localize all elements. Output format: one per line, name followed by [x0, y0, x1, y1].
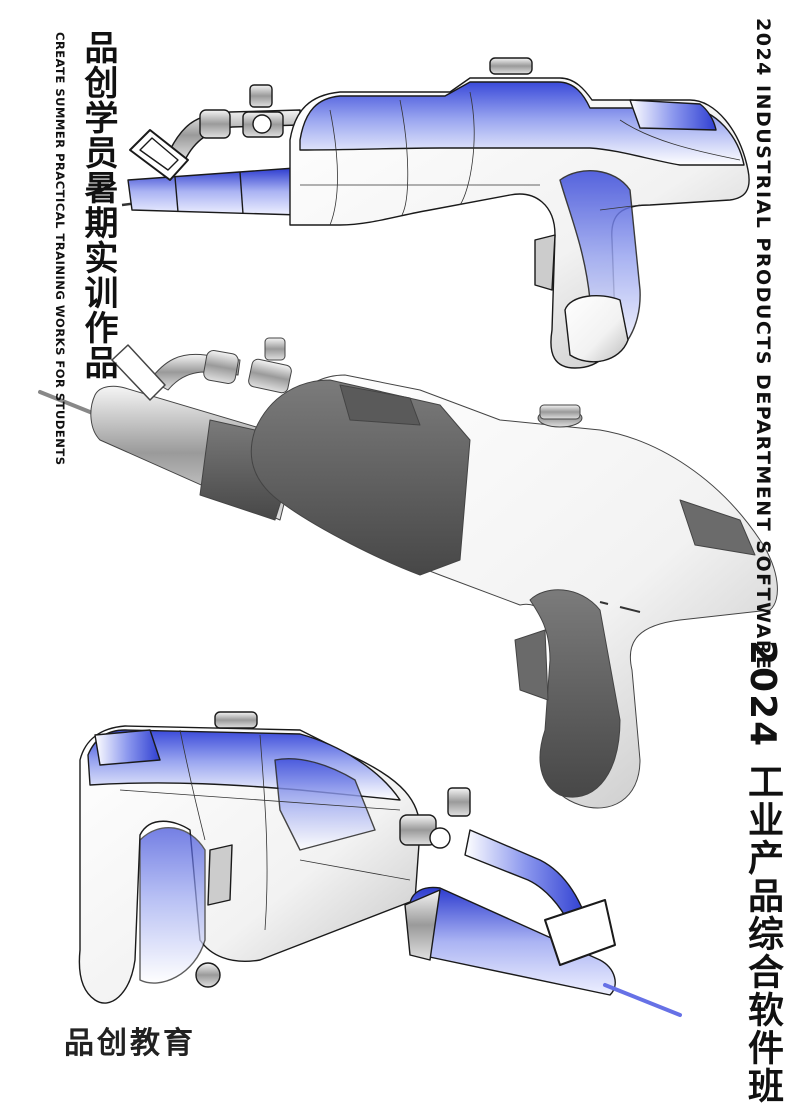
- needle-tip: [603, 983, 682, 1017]
- grip: [529, 589, 621, 798]
- render-top-device: [121, 57, 750, 369]
- top-shell: [299, 81, 745, 166]
- trigger: [207, 844, 233, 906]
- bracket: [129, 129, 189, 181]
- brand-logo: 品创教育: [64, 1026, 196, 1061]
- bracket: [544, 899, 616, 966]
- render-bottom-device: [78, 711, 682, 1017]
- top-cap: [214, 711, 258, 729]
- trigger: [514, 629, 549, 701]
- trigger: [534, 234, 556, 291]
- subtitle-en-right: 2024 INDUSTRIAL PRODUCTS DEPARTMENT SOFT…: [752, 18, 774, 671]
- bracket: [111, 344, 166, 401]
- valve-cap: [447, 787, 471, 817]
- valve-body: [203, 350, 239, 384]
- valve-cap: [264, 337, 286, 361]
- render-middle-device: [38, 337, 778, 809]
- top-cap: [489, 57, 533, 75]
- valve-cap: [249, 84, 273, 108]
- subtitle-en-left: CREATE SUMMER PRACTICAL TRAINING WORKS F…: [53, 32, 67, 466]
- valve-body: [199, 109, 231, 139]
- barrel: [127, 167, 301, 216]
- barrel: [409, 886, 616, 996]
- title-cn-right: 2024 工业产品综合软件班: [742, 640, 783, 1105]
- title-cn-left: 品创学员暑期实训作品: [78, 30, 118, 380]
